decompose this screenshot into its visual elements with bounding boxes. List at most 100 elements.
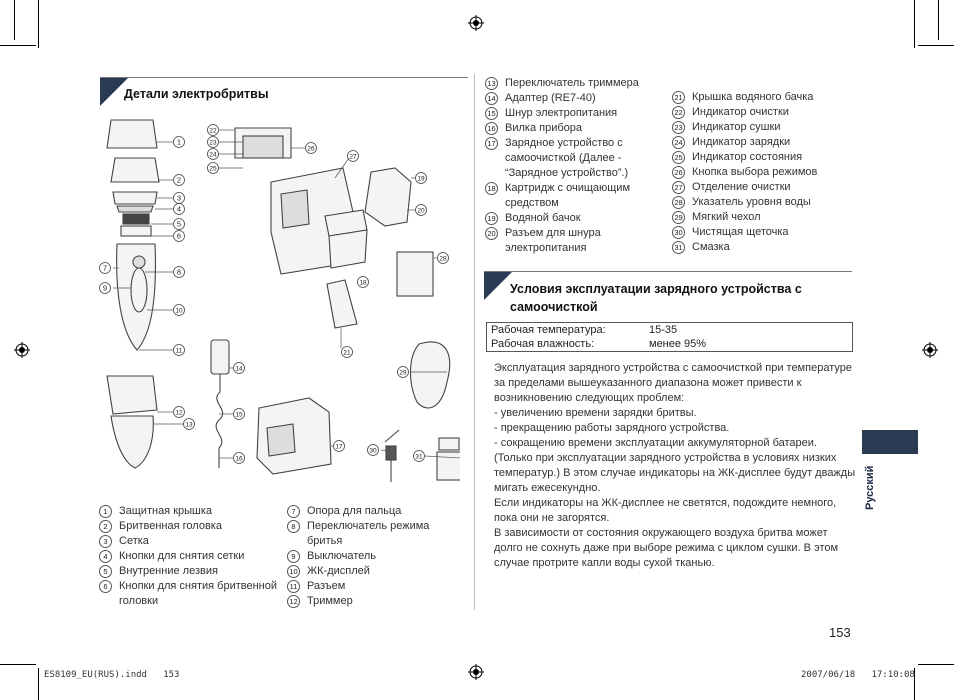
paragraph: Эксплуатация зарядного устройства с само… (494, 362, 852, 404)
item-number: 2 (99, 519, 119, 534)
callout-number: 17 (335, 444, 343, 451)
callout-circle (357, 276, 369, 288)
item-label: Переключатель триммера (505, 77, 639, 89)
item-number: 24 (672, 135, 692, 150)
table-cell: 15-35 (649, 324, 678, 336)
callout-number: 29 (399, 370, 407, 377)
callout-number: 15 (235, 412, 243, 419)
bullet-item: - прекращению работы зарядного устройств… (494, 422, 730, 434)
callout-circle (367, 444, 379, 456)
language-tab (862, 430, 918, 454)
callout-label: 18 (357, 276, 369, 288)
circled-number: 3 (99, 535, 112, 548)
callout-circle (207, 162, 219, 174)
crop-mark (0, 45, 36, 46)
callout-circle (173, 266, 185, 278)
bullet-item: - увеличению времени зарядки бритвы. (494, 407, 697, 419)
crop-mark (38, 0, 39, 48)
circled-number: 14 (485, 92, 498, 105)
circled-number: 1 (99, 505, 112, 518)
circled-number: 12 (287, 595, 300, 608)
callout-circle (437, 252, 449, 264)
callout-circle (207, 136, 219, 148)
item-number: 28 (672, 195, 692, 210)
circled-number: 13 (485, 77, 498, 90)
registration-mark-icon (468, 664, 484, 680)
callout-label: 9 (99, 282, 111, 294)
callout-label: 2 (173, 174, 185, 186)
section-marker-icon (100, 78, 128, 106)
callout-number: 24 (209, 152, 217, 159)
item-label: Индикатор сушки (692, 121, 781, 133)
circled-number: 21 (672, 91, 685, 104)
item-label: Сетка (119, 535, 149, 547)
item-number: 13 (485, 76, 505, 91)
callout-label: 26 (305, 142, 317, 154)
callout-label: 11 (173, 344, 185, 356)
item-label: Разъем для шнура электропитания (505, 227, 601, 254)
item-label: Водяной бачок (505, 212, 581, 224)
callout-number: 22 (209, 128, 217, 135)
crop-mark (0, 664, 36, 665)
callout-number: 8 (177, 268, 181, 277)
callout-circle (173, 344, 185, 356)
callout-label: 21 (341, 346, 353, 358)
callout-circle (415, 172, 427, 184)
callout-label: 29 (397, 366, 409, 378)
circled-number: 24 (672, 136, 685, 149)
callout-label: 5 (173, 218, 185, 230)
crop-mark (918, 664, 954, 665)
callout-number: 19 (417, 176, 425, 183)
callout-circle (333, 440, 345, 452)
callout-circle (173, 203, 185, 215)
registration-mark-icon (468, 15, 484, 31)
callout-circle (233, 452, 245, 464)
callout-number: 18 (359, 280, 367, 287)
callout-circle (233, 362, 245, 374)
bullet-item: - сокращению времени эксплуатации аккуму… (494, 437, 856, 494)
callout-number: 1 (177, 138, 181, 147)
item-number: 7 (287, 504, 307, 519)
circled-number: 7 (287, 505, 300, 518)
item-number: 21 (672, 90, 692, 105)
item-label: Бритвенная головка (119, 520, 222, 532)
callout-label: 4 (173, 203, 185, 215)
conditions-body: Эксплуатация зарядного устройства с само… (494, 361, 856, 571)
item-label: Адаптер (RE7-40) (505, 92, 596, 104)
item-label: Кнопка выбора режимов (692, 166, 818, 178)
callout-label: 13 (183, 418, 195, 430)
item-number: 8 (287, 519, 307, 549)
crop-mark (914, 668, 915, 700)
circled-number: 18 (485, 182, 498, 195)
callout-label: 28 (437, 252, 449, 264)
callout-circle (173, 406, 185, 418)
item-label: Указатель уровня воды (692, 196, 811, 208)
callout-number: 5 (177, 220, 181, 229)
callout-number: 4 (177, 205, 181, 214)
paragraph: Если индикаторы на ЖК-дисплее не светятс… (494, 497, 837, 524)
callout-circle (173, 174, 185, 186)
callout-circle (415, 204, 427, 216)
item-number: 11 (287, 579, 307, 594)
circled-number: 25 (672, 151, 685, 164)
callout-number: 3 (177, 194, 181, 203)
registration-mark-icon (922, 342, 938, 358)
callout-circle (99, 262, 111, 274)
callout-number: 27 (349, 154, 357, 161)
callout-number: 7 (103, 264, 107, 273)
item-number: 15 (485, 106, 505, 121)
item-number: 27 (672, 180, 692, 195)
item-label: Крышка водяного бачка (692, 91, 814, 103)
item-number: 6 (99, 579, 119, 609)
circled-number: 6 (99, 580, 112, 593)
